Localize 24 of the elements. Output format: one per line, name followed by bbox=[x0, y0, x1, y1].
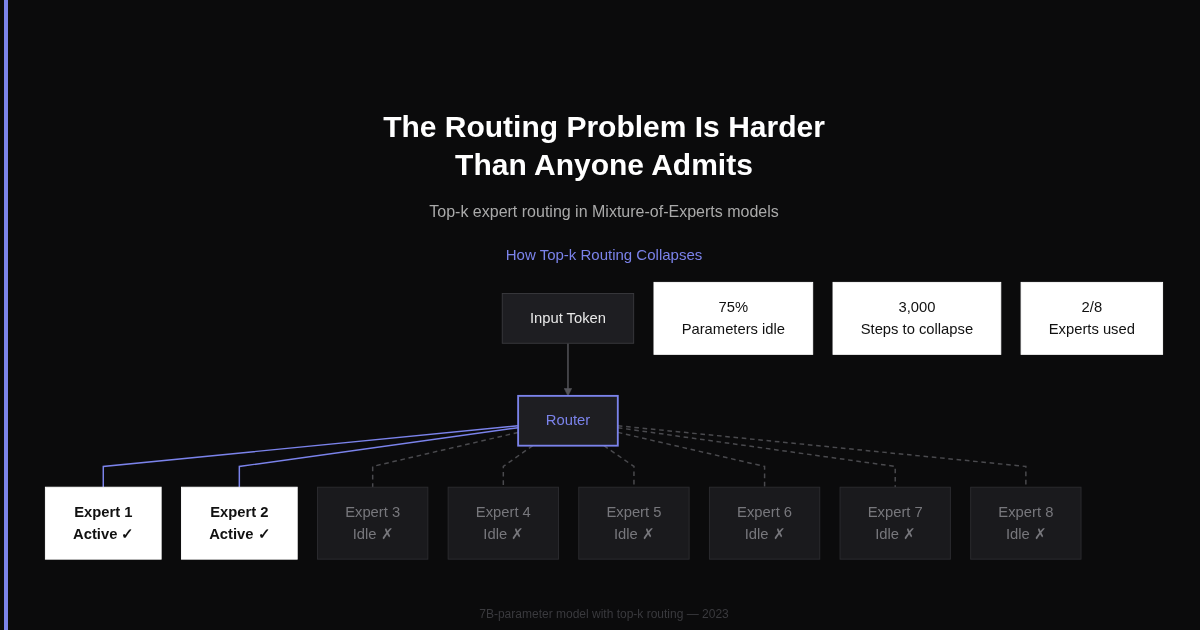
node-box: Expert 1 Active ✓ bbox=[44, 486, 162, 560]
node-box: 75% Parameters idle bbox=[653, 281, 814, 355]
node-box: 3,000 Steps to collapse bbox=[832, 281, 1002, 355]
connector bbox=[371, 431, 519, 488]
section-heading: How Top-k Routing Collapses bbox=[504, 246, 704, 263]
subtitle: Top-k expert routing in Mixture-of-Experts models bbox=[428, 203, 780, 221]
node-box: Router bbox=[517, 394, 619, 447]
arrow bbox=[563, 342, 572, 397]
connector bbox=[238, 426, 519, 488]
connector bbox=[617, 431, 766, 488]
connector bbox=[502, 444, 534, 488]
connector bbox=[102, 424, 519, 488]
node-box: Expert 5 Idle ✗ bbox=[578, 486, 690, 560]
node-box: Expert 2 Active ✓ bbox=[181, 486, 298, 560]
node-box: Expert 3 Idle ✗ bbox=[317, 486, 429, 560]
connector bbox=[617, 427, 896, 488]
node-box: Expert 4 Idle ✗ bbox=[447, 486, 559, 560]
node-box: Expert 8 Idle ✗ bbox=[970, 486, 1082, 560]
node-box: Input Token bbox=[501, 293, 635, 344]
title: The Routing Problem Is Harder Than Anyone Admits bbox=[382, 109, 826, 183]
node-box: Expert 6 Idle ✗ bbox=[708, 486, 821, 560]
node-box: 2/8 Experts used bbox=[1020, 281, 1164, 355]
connector bbox=[617, 425, 1027, 488]
node-box: Expert 7 Idle ✗ bbox=[839, 486, 951, 560]
